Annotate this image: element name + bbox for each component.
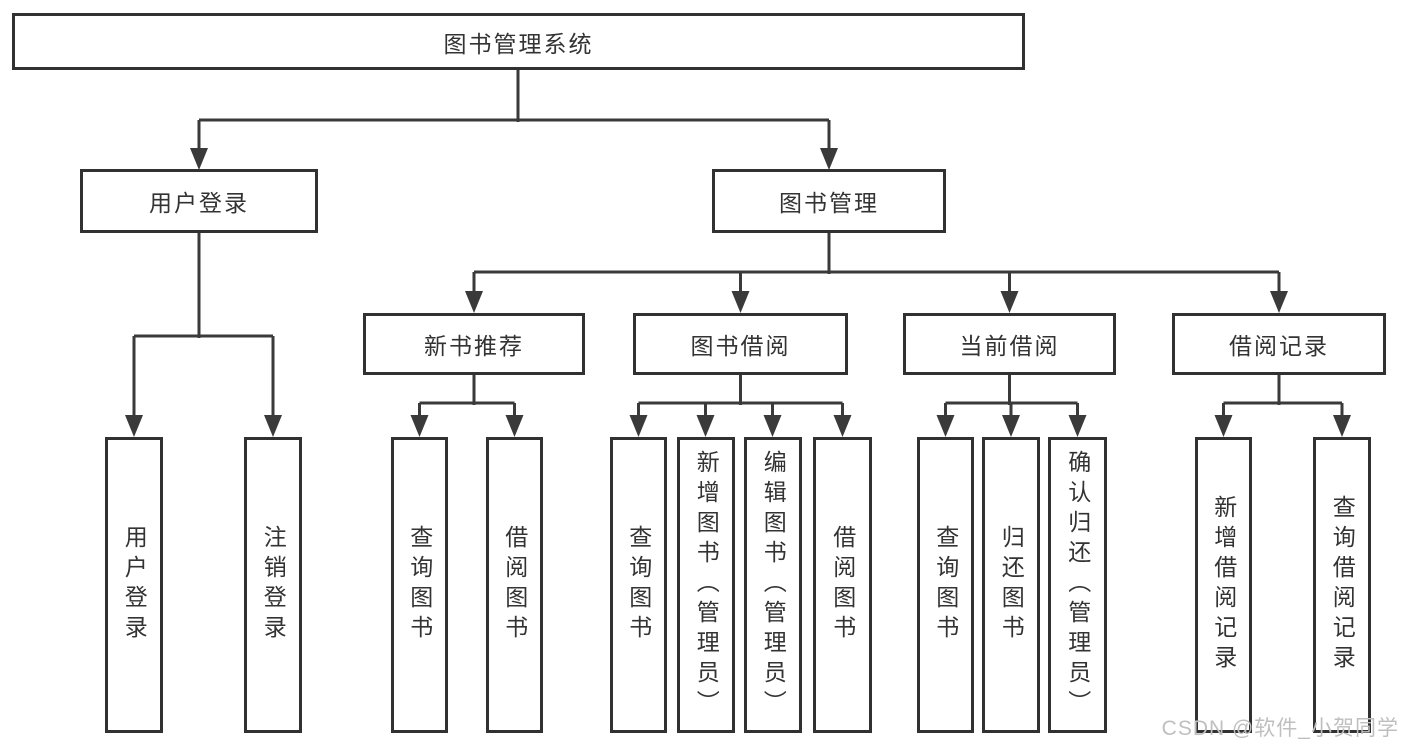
node-label: 借阅图书 <box>829 525 856 645</box>
leaf-query-books-borrowing: 查询图书 <box>610 437 667 733</box>
node-label: 新书推荐 <box>424 333 524 359</box>
node-label: 查询图书 <box>406 525 433 645</box>
node-current-borrowing: 当前借阅 <box>903 313 1116 375</box>
csdn-watermark: CSDN @软件_小贺同学 <box>1161 717 1399 740</box>
node-label: 借阅记录 <box>1229 333 1329 359</box>
node-label: 确认归还（管理员） <box>1064 450 1091 720</box>
leaf-query-borrow-record: 查询借阅记录 <box>1313 437 1371 733</box>
leaf-return-books: 归还图书 <box>982 437 1040 733</box>
node-user-login: 用户登录 <box>80 169 318 233</box>
node-label: 查询图书 <box>625 525 652 645</box>
node-label: 编辑图书（管理员） <box>760 450 787 720</box>
node-label: 图书管理系统 <box>443 30 594 57</box>
leaf-query-books-current: 查询图书 <box>917 437 974 733</box>
node-label: 新增图书（管理员） <box>693 450 720 720</box>
leaf-borrow-books-borrowing: 借阅图书 <box>813 437 872 733</box>
node-label: 归还图书 <box>998 525 1025 645</box>
node-label: 图书管理 <box>779 190 879 216</box>
node-label: 新增借阅记录 <box>1210 495 1237 675</box>
node-label: 图书借阅 <box>690 333 791 359</box>
node-label: 用户登录 <box>149 190 249 216</box>
node-borrowing-records: 借阅记录 <box>1172 313 1386 375</box>
leaf-confirm-return-admin: 确认归还（管理员） <box>1048 437 1107 733</box>
node-new-book-recommend: 新书推荐 <box>363 313 585 375</box>
node-root: 图书管理系统 <box>12 13 1025 70</box>
leaf-logout: 注销登录 <box>244 437 302 733</box>
node-label: 当前借阅 <box>959 333 1060 359</box>
node-label: 借阅图书 <box>501 525 528 645</box>
leaf-borrow-books-recommend: 借阅图书 <box>486 437 543 733</box>
node-label: 查询借阅记录 <box>1329 495 1356 675</box>
node-label: 注销登录 <box>260 525 287 645</box>
leaf-query-books-recommend: 查询图书 <box>391 437 448 733</box>
node-book-borrowing: 图书借阅 <box>633 313 848 375</box>
leaf-add-borrow-record: 新增借阅记录 <box>1195 437 1252 733</box>
node-label: 查询图书 <box>932 525 959 645</box>
leaf-edit-books-admin: 编辑图书（管理员） <box>744 437 802 733</box>
node-book-management: 图书管理 <box>712 169 946 233</box>
leaf-user-login: 用户登录 <box>105 437 163 733</box>
leaf-add-books-admin: 新增图书（管理员） <box>677 437 735 733</box>
node-label: 用户登录 <box>121 525 148 645</box>
